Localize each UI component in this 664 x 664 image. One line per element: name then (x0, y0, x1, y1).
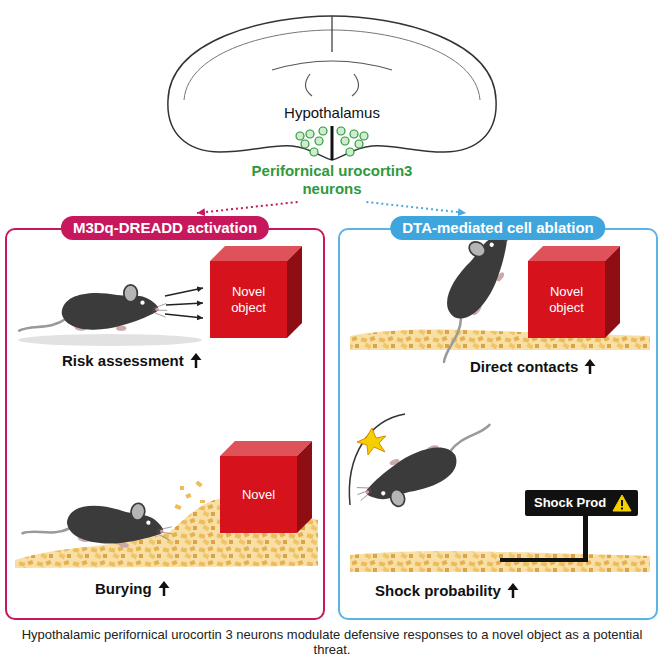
dotted-connector (366, 202, 466, 213)
shock-prod-sign: Shock Prod (525, 490, 638, 516)
region-label: Hypothalamus (160, 104, 504, 122)
increase-arrow (158, 581, 170, 597)
dotted-connector (197, 202, 298, 213)
prod-rod (500, 558, 588, 562)
behavior-text: Direct contacts (470, 358, 578, 376)
flying-bedding (174, 481, 205, 510)
panel-header: DTA-mediated cell ablation (390, 216, 605, 240)
motion-lines (165, 288, 203, 318)
experiment-panel: M3Dq-DREADD activationNovel objectNovel (5, 216, 325, 620)
behavior-label: Burying (95, 580, 170, 598)
object-label: Novel (231, 487, 287, 503)
behavior-label: Risk assessment (62, 352, 202, 370)
prod-post (583, 514, 588, 562)
increase-arrow (507, 583, 519, 599)
mouse (19, 285, 167, 331)
bedding (350, 551, 650, 572)
brain-region: HypothalamusPerifornical urocortin3 neur… (160, 12, 504, 202)
cube-face: Novel (220, 456, 297, 533)
behavior-label: Shock probability (375, 582, 519, 600)
cube-face: Novel object (528, 261, 605, 338)
increase-arrow (190, 353, 202, 369)
novel-object: Novel object (210, 246, 302, 338)
warning-symbol (612, 494, 632, 512)
behavior-text: Risk assessment (62, 352, 184, 370)
panel-header: M3Dq-DREADD activation (61, 216, 269, 240)
behavior-label: Direct contacts (470, 358, 596, 376)
shock-spark (357, 428, 386, 455)
novel-object: Novel (220, 441, 312, 533)
behavior-text: Burying (95, 580, 152, 598)
brain-section (168, 16, 496, 160)
experiment-panel: DTA-mediated cell ablationNovel objectSh… (338, 216, 658, 620)
object-label: Novel object (221, 284, 277, 316)
caption: Hypothalamic perifornical urocortin 3 ne… (10, 627, 654, 657)
neuron-label: Perifornical urocortin3 neurons (227, 162, 437, 198)
behavior-text: Shock probability (375, 582, 501, 600)
novel-object: Novel object (528, 246, 620, 338)
mouse (22, 488, 175, 554)
mouse (351, 425, 506, 519)
object-label: Novel object (539, 284, 595, 316)
cube-face: Novel object (210, 261, 287, 338)
connectors (197, 202, 466, 213)
sign-label: Shock Prod (534, 495, 606, 511)
increase-arrow (584, 359, 596, 375)
floor-shadow (18, 334, 202, 346)
